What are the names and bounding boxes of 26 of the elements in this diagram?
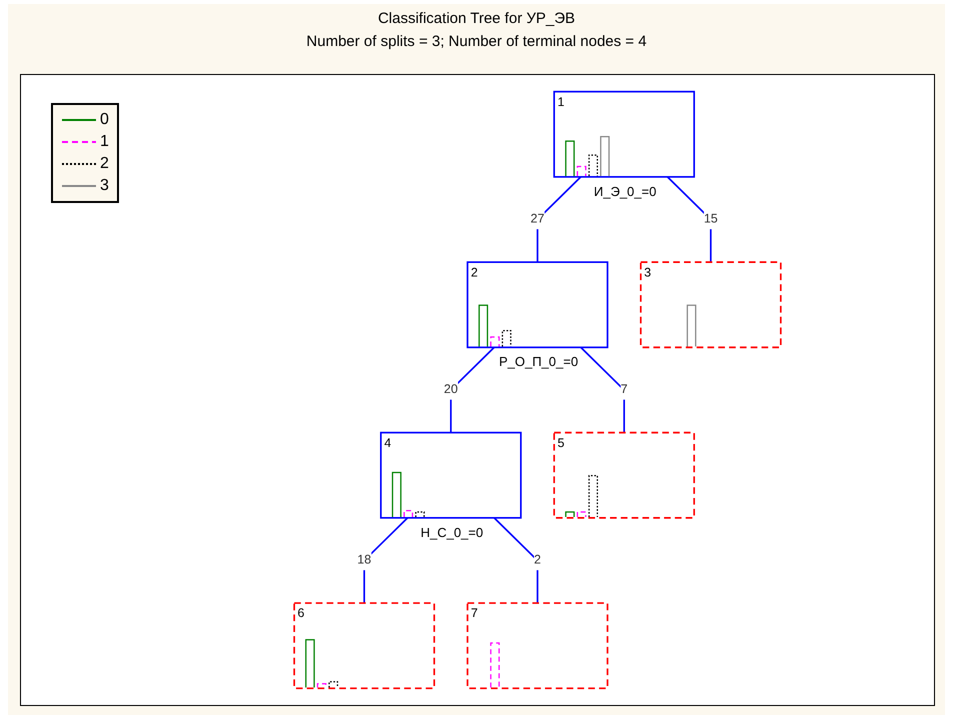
node-number: 6: [298, 606, 304, 621]
chart-title: Classification Tree for УР_ЭВ: [376, 10, 576, 27]
case-count: 27: [530, 210, 544, 229]
node-number: 4: [384, 436, 392, 450]
node-number: 3: [644, 265, 652, 280]
case-count: 18: [357, 551, 372, 570]
legend-label: 1: [100, 133, 109, 151]
node-number: 5: [557, 436, 564, 450]
legend-label: 3: [100, 177, 109, 195]
branch-line: [363, 517, 408, 604]
node-number: 1: [557, 94, 564, 110]
legend-label: 0: [100, 111, 109, 129]
split-condition: И_Э_0_=0: [594, 184, 656, 199]
split-condition: Н_С_0_=0: [420, 524, 484, 540]
branch-line: [536, 176, 582, 262]
branch-line: [580, 346, 625, 433]
legend-label: 2: [100, 155, 109, 173]
branch-line: [666, 176, 712, 262]
node-number: 7: [470, 606, 478, 621]
node-number: 2: [470, 265, 478, 280]
branch-line: [450, 346, 495, 433]
case-count: 20: [444, 380, 458, 400]
case-count: 15: [704, 210, 718, 229]
subtitle-note: Number of splits = 3; Number of terminal nodes = 4: [305, 33, 648, 50]
branch-line: [494, 517, 538, 604]
split-condition: Р_О_П_0_=0: [498, 354, 578, 370]
